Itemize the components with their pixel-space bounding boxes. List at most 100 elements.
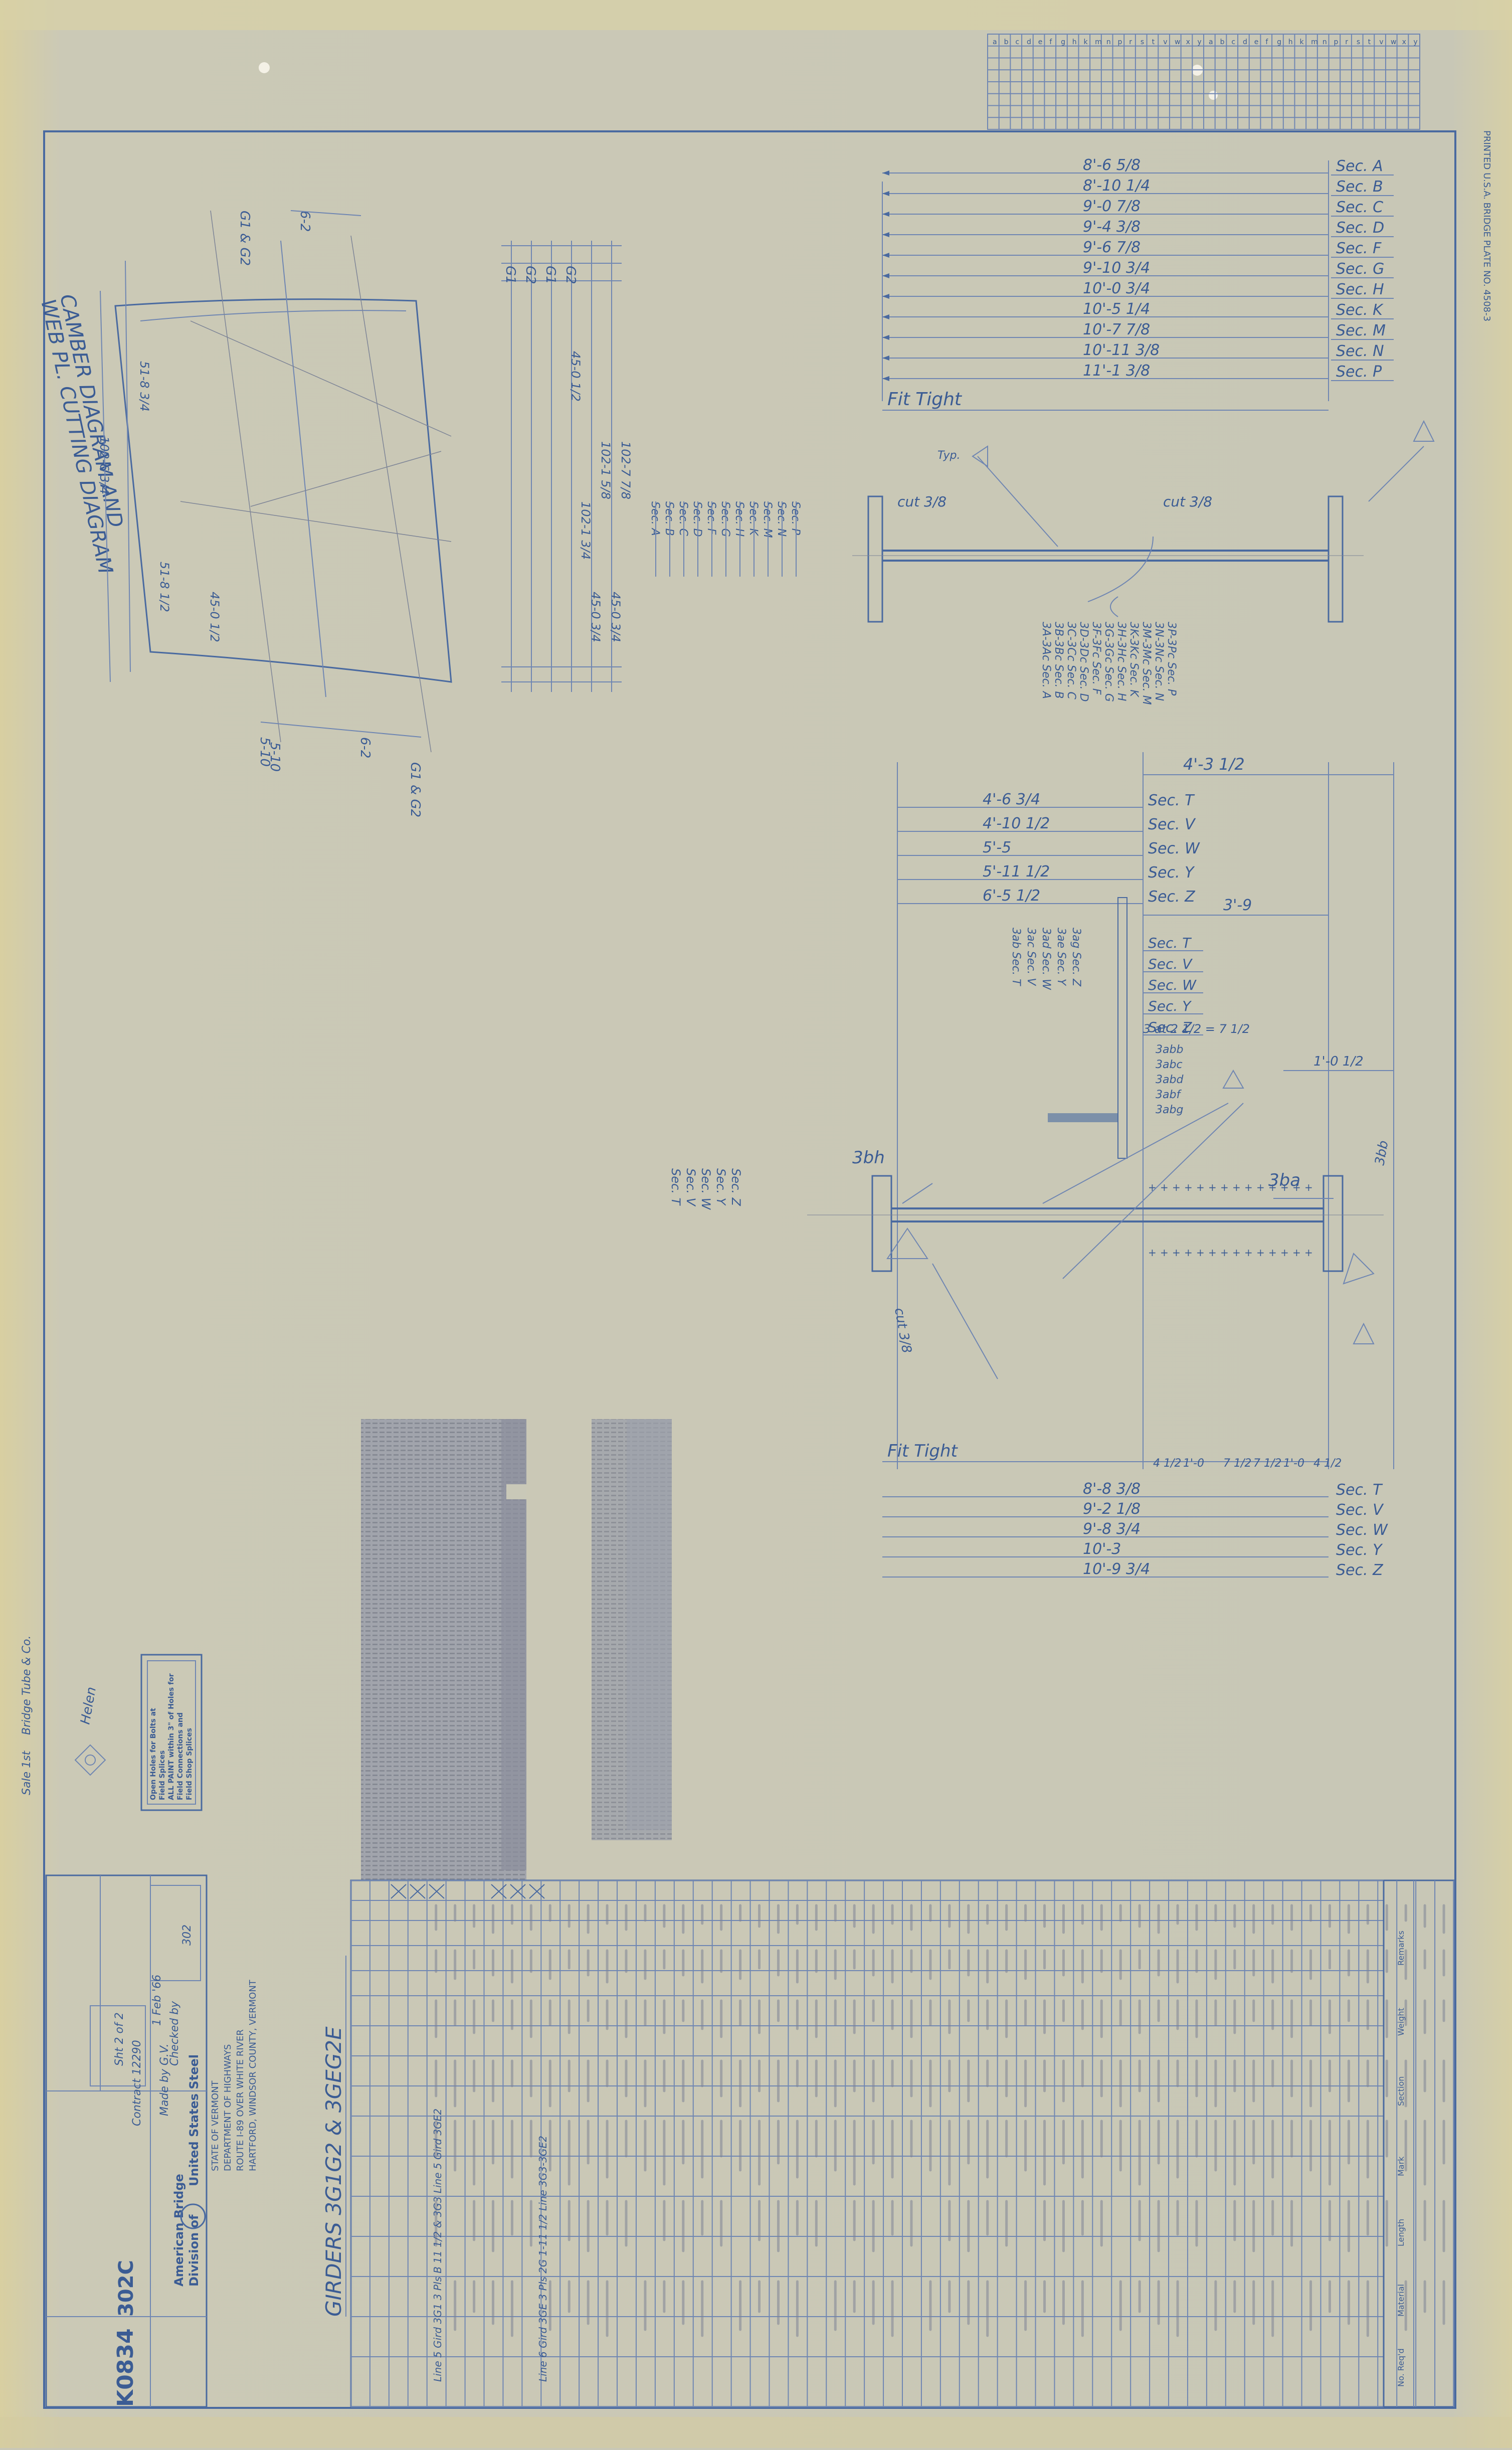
section-label: Sec. V: [1148, 956, 1193, 972]
section-label: Sec. W: [1336, 1521, 1388, 1539]
section-label: Sec. D: [1336, 219, 1384, 237]
piece-mark: 3ad Sec. W: [1040, 928, 1052, 990]
camber-value: 51-8 1/2: [157, 562, 171, 612]
section-label: Sec. Y: [1336, 1541, 1383, 1559]
bolt-mark: +: [1244, 1181, 1253, 1193]
camber-value: 102-1 3/4: [579, 501, 593, 560]
camber-value: 45-0 1/2: [569, 351, 583, 402]
bolt-mark: +: [1160, 1247, 1169, 1259]
section-label: Sec. C: [1336, 199, 1383, 216]
bolt-mark: +: [1304, 1181, 1313, 1193]
section-label: Sec. T: [1148, 935, 1192, 951]
index-letter: v: [1379, 38, 1383, 46]
sheet-sub: 302C: [115, 2260, 138, 2317]
bolt-mark: +: [1184, 1247, 1193, 1259]
bolt-mark: +: [1292, 1181, 1301, 1193]
index-letter: k: [1299, 38, 1304, 46]
dim-value: 8'-8 3/8: [1083, 1480, 1141, 1498]
index-letter: a: [993, 38, 997, 46]
section-label: Sec. T: [1148, 792, 1195, 809]
section-list-item: Sec. Y: [714, 1168, 728, 1206]
section-label: Sec. Z: [1148, 888, 1196, 906]
punch-hole-1: [259, 62, 270, 73]
index-letter: d: [1243, 38, 1247, 46]
sheet-number: K0834: [113, 2328, 138, 2407]
dim-value: 10'-7 7/8: [1083, 321, 1150, 338]
piece-mark: 3ac Sec. V: [1025, 928, 1037, 986]
weld-tag-typ: Typ.: [937, 449, 961, 462]
order-text: 302: [181, 1924, 194, 1946]
index-letter: a: [1209, 38, 1213, 46]
index-letter: b: [1004, 38, 1009, 46]
piece-mark: 3abc: [1156, 1059, 1183, 1071]
section-label: Sec. G: [1336, 260, 1384, 278]
piece-mark: 3ag Sec. Z: [1070, 928, 1082, 987]
stamp-line: ALL PAINT within 3" of Holes for: [167, 1673, 175, 1800]
index-letter: t: [1368, 38, 1371, 46]
index-letter: c: [1015, 38, 1019, 46]
camber-value: 45-0 3/4: [609, 592, 623, 642]
bolt-mark: +: [1268, 1181, 1277, 1193]
index-letter: k: [1083, 38, 1088, 46]
dim-value: 5'-5: [983, 839, 1011, 856]
bolt-mark: +: [1232, 1181, 1241, 1193]
index-letter: g: [1061, 38, 1065, 46]
piece-mark: 3ae Sec. Y: [1055, 928, 1067, 986]
bolt-mark: +: [1292, 1247, 1301, 1259]
chain-dim: 1'-0: [1283, 1457, 1304, 1470]
camber-value: 45-0 1/2: [208, 592, 222, 642]
index-letter: p: [1118, 38, 1122, 46]
dim-value: 9'-10 3/4: [1083, 259, 1150, 277]
camber-sec: Sec. D: [691, 501, 703, 537]
bolt-mark: +: [1160, 1181, 1169, 1193]
index-letter: w: [1391, 38, 1396, 46]
drawing-border: [43, 130, 1456, 2409]
company-3: United States Steel: [187, 2054, 201, 2186]
camber-sec: Sec. M: [761, 501, 774, 538]
vert-mark: 3G-3Gc Sec. G: [1102, 622, 1115, 702]
table-header: Mark: [1396, 2156, 1406, 2176]
dim-value: 10'-11 3/8: [1083, 341, 1160, 359]
table-header: Weight: [1396, 2008, 1406, 2036]
section-label: Sec. M: [1336, 322, 1386, 339]
camber-label: G1: [543, 266, 558, 284]
camber-sec: Sec. H: [733, 501, 745, 537]
chain-dim: 7 1/2: [1223, 1457, 1251, 1470]
dim-value: 4'-10 1/2: [983, 815, 1050, 832]
section-label: Sec. Y: [1148, 864, 1195, 882]
dim-value: 10'-0 3/4: [1083, 280, 1150, 297]
contract-text: Contract 12290: [131, 2040, 143, 2126]
stamp-line: Field Connections and: [176, 1712, 184, 1800]
vert-mark: 3N-3Nc Sec. N: [1153, 622, 1165, 701]
index-letter: e: [1038, 38, 1043, 46]
camber-label: 5-10: [267, 742, 282, 772]
camber-value: 102-6 3/4: [97, 436, 111, 494]
dim-value: 9'-6 7/8: [1083, 239, 1141, 256]
fit-tight-label-mid: Fit Tight: [887, 1441, 958, 1461]
dim-value: 10'-3: [1083, 1540, 1121, 1558]
index-letter: s: [1357, 38, 1360, 46]
bolt-mark: +: [1208, 1181, 1217, 1193]
section-list-item: Sec. V: [684, 1168, 698, 1206]
table-header: Remarks: [1396, 1931, 1406, 1966]
section-label: Sec. B: [1336, 178, 1383, 196]
camber-value: 51-8 3/4: [137, 361, 151, 412]
dim-value: 11'-1 3/8: [1083, 362, 1150, 380]
index-letter: r: [1129, 38, 1132, 46]
index-letter: h: [1288, 38, 1293, 46]
title-block: K0834 302C American Bridge Division of U…: [21, 1636, 346, 2408]
index-letter: f: [1049, 38, 1052, 46]
bolt-mark: +: [1184, 1181, 1193, 1193]
dim-value: 8'-6 5/8: [1083, 156, 1141, 174]
section-label: Sec. T: [1336, 1481, 1383, 1499]
dept-text: DEPARTMENT OF HIGHWAYS: [223, 2044, 233, 2171]
dim-value: 8'-10 1/4: [1083, 177, 1150, 195]
uss-logo: [180, 2203, 206, 2229]
camber-sec: Sec. G: [719, 501, 731, 537]
bolt-mark: +: [1244, 1247, 1253, 1259]
camber-sec: Sec. P: [789, 501, 802, 536]
cut-note-left: cut 3/8: [897, 493, 947, 510]
index-letter: s: [1141, 38, 1144, 46]
